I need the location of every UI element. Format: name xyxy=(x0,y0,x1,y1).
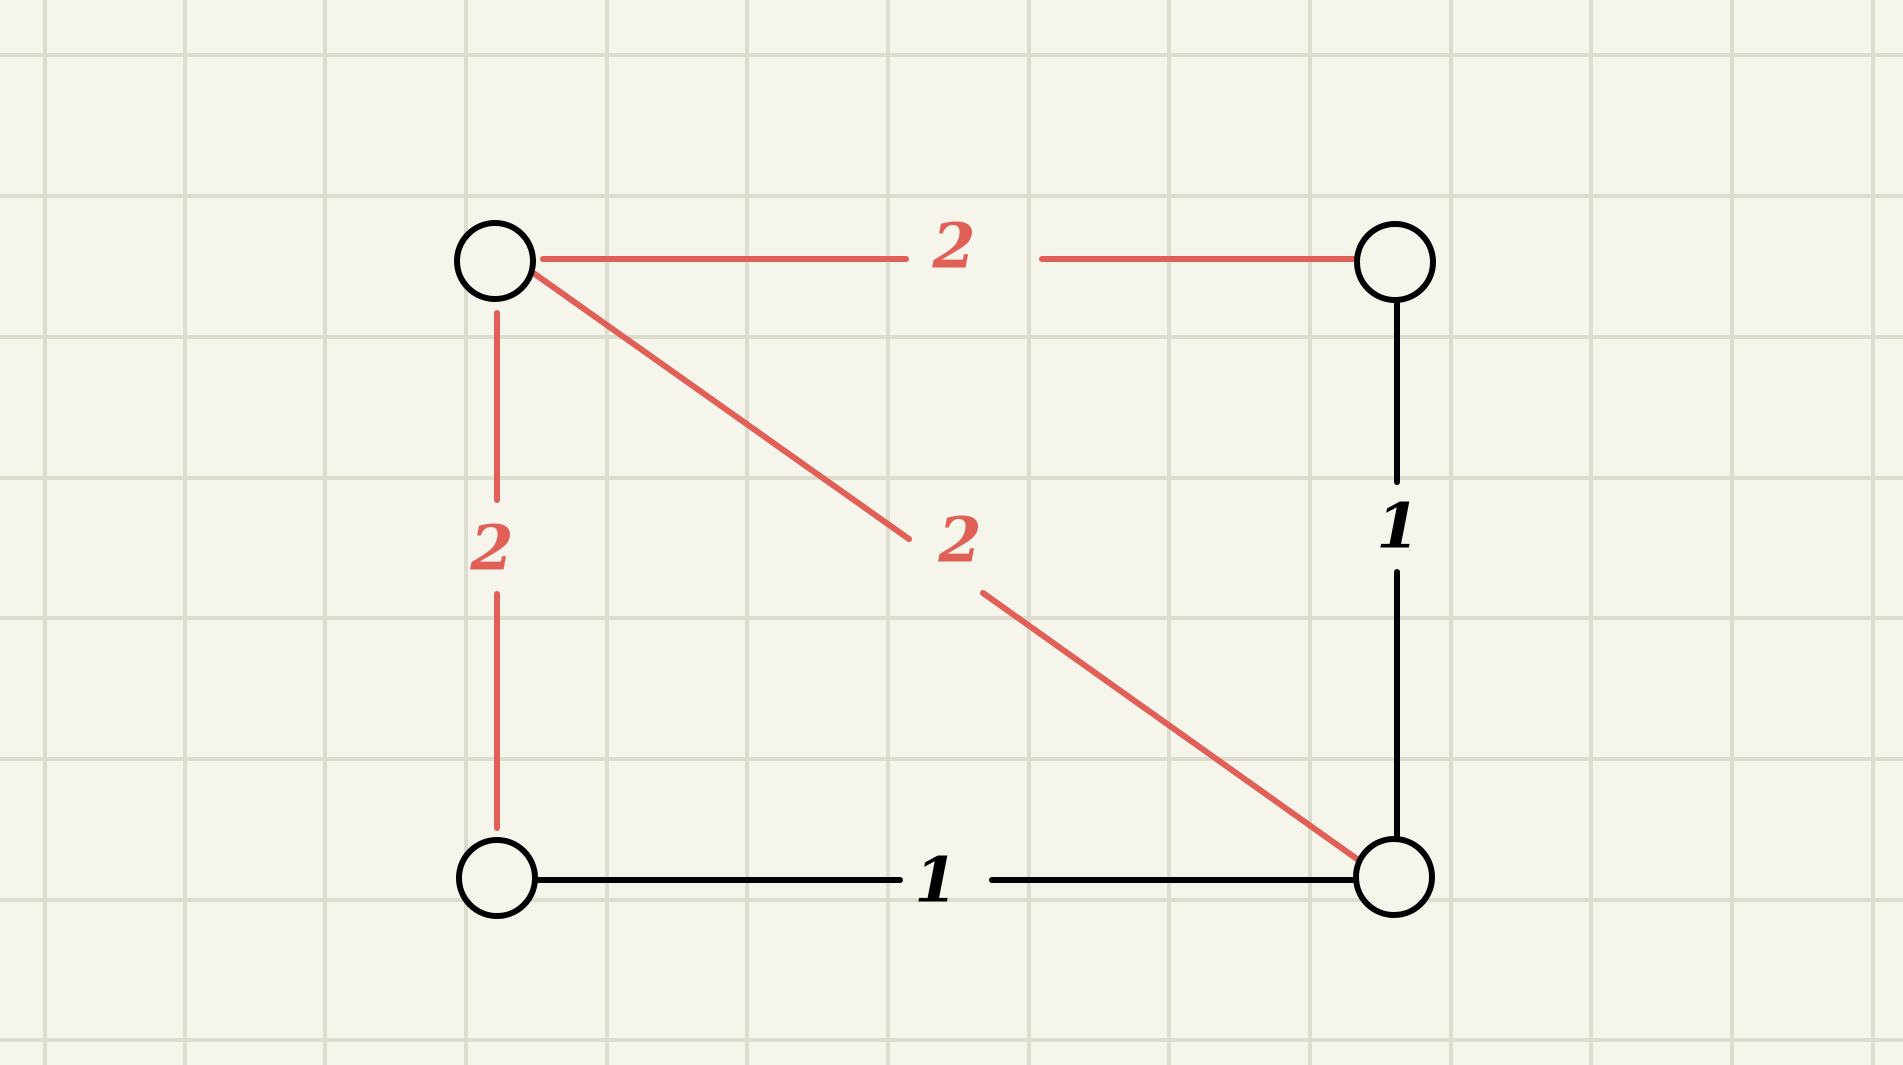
node-top-right[interactable] xyxy=(1354,221,1436,303)
edge-right-weight-label: 1 xyxy=(1376,490,1419,563)
edge-diagonal-segment xyxy=(529,269,912,542)
edge-bottom-weight-label: 1 xyxy=(914,844,957,917)
edge-diagonal-segment xyxy=(980,590,1360,862)
edge-left-weight-label: 2 xyxy=(469,512,513,585)
edge-labels: 2 2 2 1 1 xyxy=(469,210,1419,917)
edge-diagonal-weight-label: 2 xyxy=(937,504,981,577)
node-top-left[interactable] xyxy=(454,220,536,302)
node-bottom-right[interactable] xyxy=(1353,836,1435,918)
graph-edges xyxy=(494,256,1400,883)
graph-nodes xyxy=(454,220,1436,919)
node-bottom-left[interactable] xyxy=(456,837,538,919)
edge-top-weight-label: 2 xyxy=(931,210,975,283)
